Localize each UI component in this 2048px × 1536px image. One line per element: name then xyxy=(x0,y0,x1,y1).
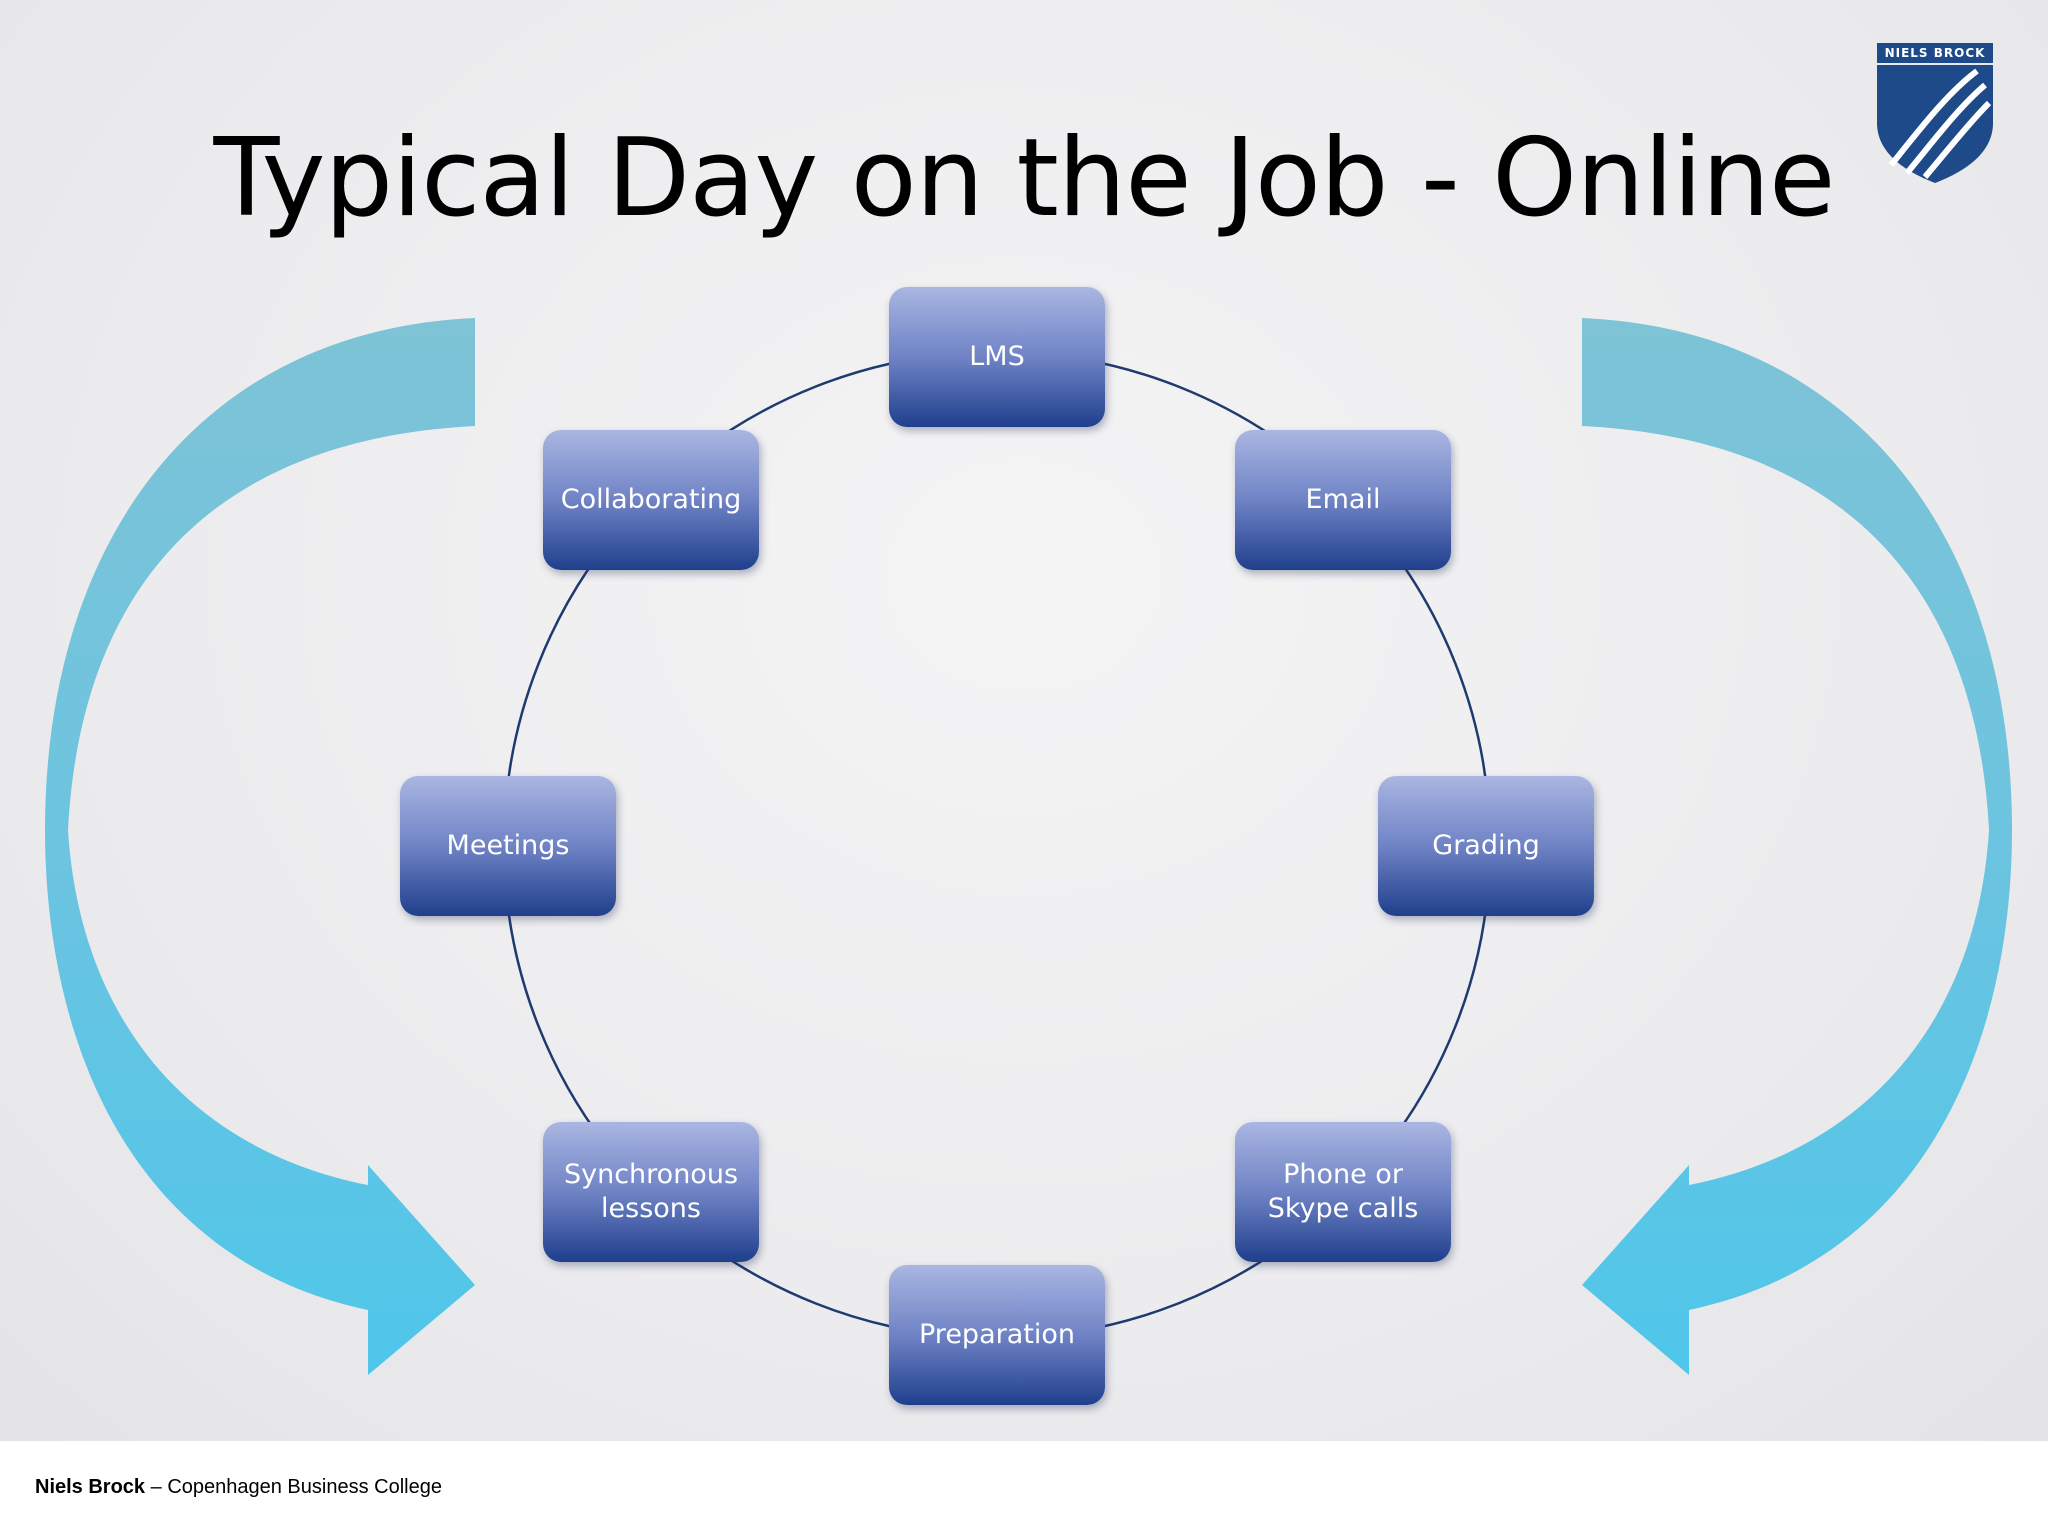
niels-brock-logo: NIELS BROCK xyxy=(1877,43,1993,183)
footer-bar xyxy=(0,1441,2048,1536)
node-meetings: Meetings xyxy=(400,776,616,916)
logo-text: NIELS BROCK xyxy=(1884,46,1986,60)
node-grading: Grading xyxy=(1378,776,1594,916)
footer-brand: Niels Brock xyxy=(35,1476,146,1498)
footer-text: Niels Brock – Copenhagen Business Colleg… xyxy=(35,1476,442,1499)
node-phone-skype: Phone or Skype calls xyxy=(1235,1122,1451,1262)
node-synchronous-lessons: Synchronous lessons xyxy=(543,1122,759,1262)
footer-separator: – xyxy=(145,1476,168,1498)
node-preparation: Preparation xyxy=(889,1265,1105,1405)
slide-title: Typical Day on the Job - Online xyxy=(213,116,1835,241)
node-lms: LMS xyxy=(889,287,1105,427)
node-collaborating: Collaborating xyxy=(543,430,759,570)
left-curved-arrow xyxy=(45,318,475,1375)
footer-college: Copenhagen Business College xyxy=(167,1476,442,1498)
node-email: Email xyxy=(1235,430,1451,570)
right-curved-arrow xyxy=(1582,318,2012,1375)
